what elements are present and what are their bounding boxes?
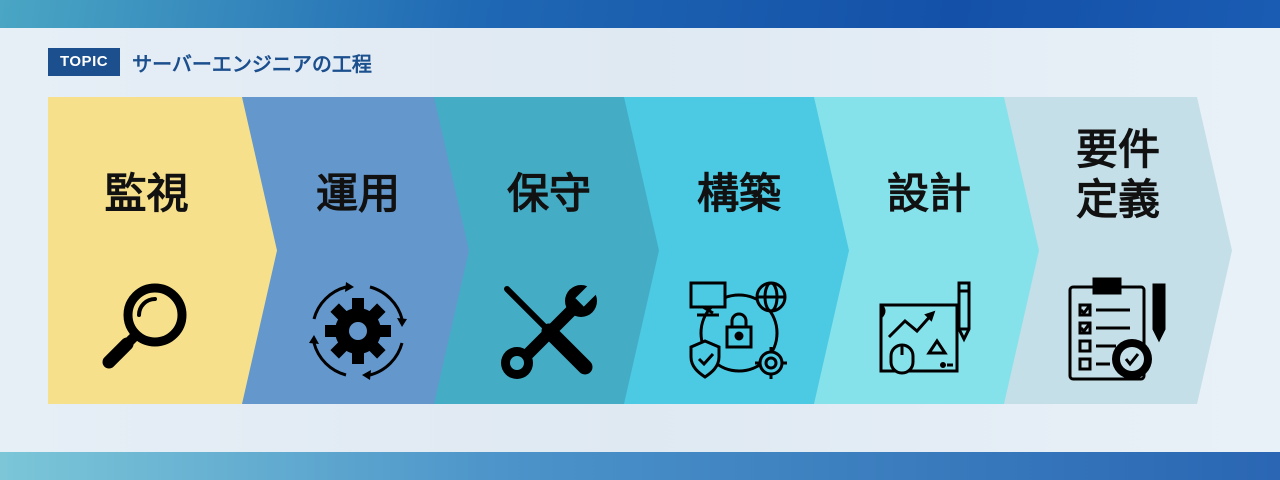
gear-cycle-icon [302,275,414,387]
step-label: 要件 定義 [1075,125,1160,224]
network-security-icon [683,275,795,387]
topic-title: サーバーエンジニアの工程 [132,51,372,76]
step-label: 構築 [696,169,781,218]
blueprint-icon [873,275,985,387]
step-requirements: 要件 定義 [1004,97,1232,404]
topic-header: TOPIC サーバーエンジニアの工程 [48,47,372,77]
topic-badge: TOPIC [48,48,121,76]
step-design: 設計 [814,97,1044,404]
step-maintenance: 保守 [434,97,664,404]
step-construction: 構築 [624,97,854,404]
step-monitoring: 監視 [48,97,280,404]
step-label: 運用 [315,169,400,218]
magnifier-icon [91,275,203,387]
step-label: 設計 [886,169,971,218]
bottom-band [0,452,1280,480]
step-label: 保守 [506,169,591,218]
step-operation: 運用 [242,97,474,404]
checklist-gear-icon [1062,275,1174,387]
tools-icon [493,275,605,387]
step-label: 監視 [104,169,189,218]
